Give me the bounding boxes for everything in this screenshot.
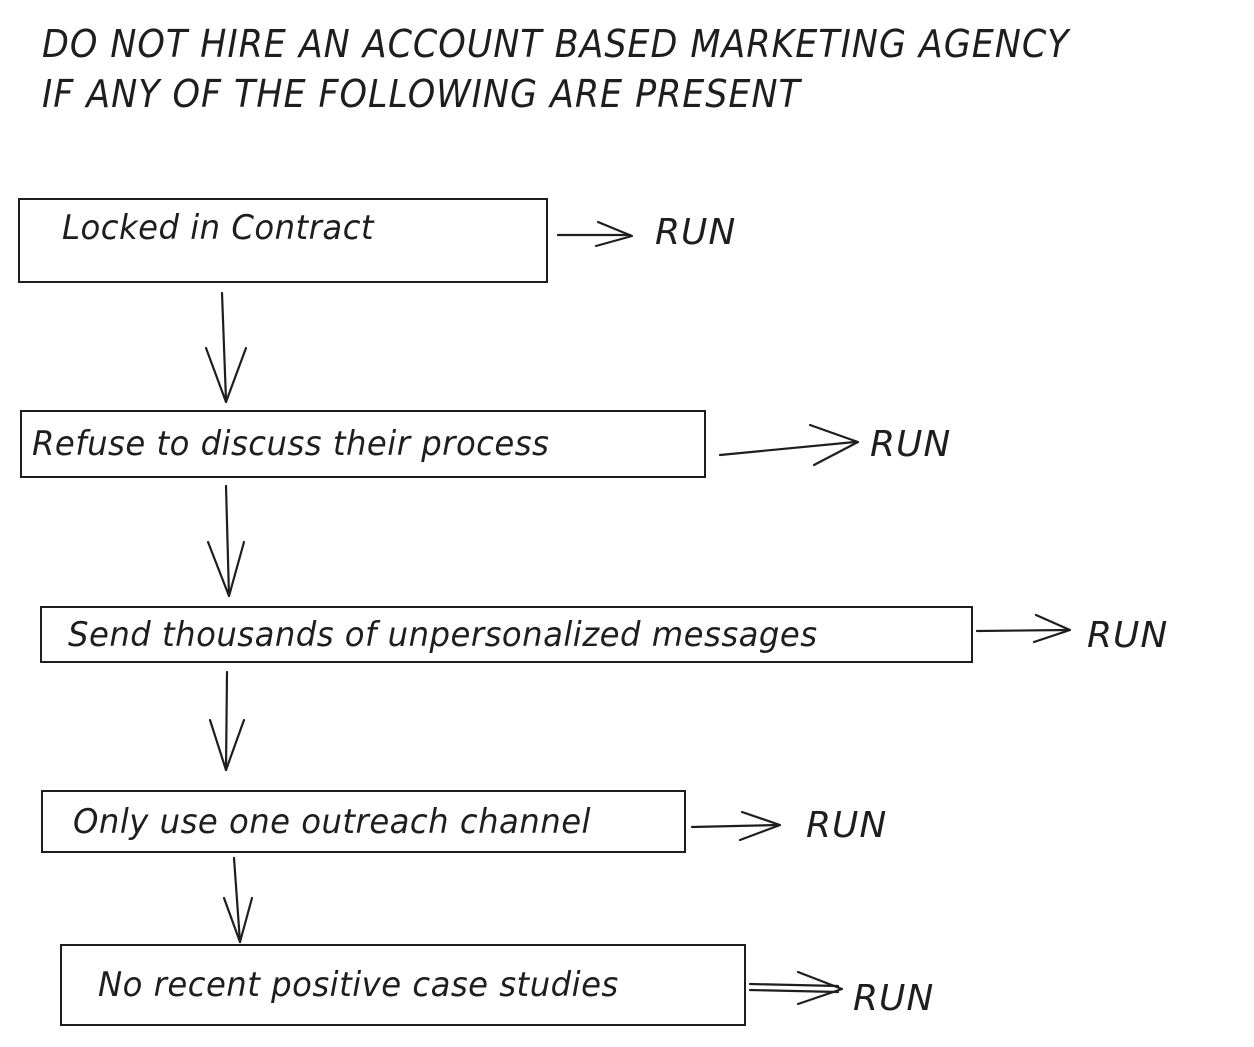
step-box-unpersonalized-messages: Send thousands of unpersonalized message… [40,606,973,663]
down-arrow-2 [206,484,246,598]
step-label: Only use one outreach channel [73,801,592,842]
right-arrow-4 [690,810,782,842]
step-label: No recent positive case studies [98,965,619,1005]
right-arrow-3 [975,613,1072,644]
down-arrow-4 [222,856,254,944]
step-label: Send thousands of unpersonalized message… [68,614,818,655]
step-box-one-channel: Only use one outreach channel [41,790,686,853]
run-label: RUN [806,805,888,846]
down-arrow-3 [208,670,246,772]
run-label: RUN [1087,615,1169,656]
run-label: RUN [853,978,935,1019]
step-box-refuse-process: Refuse to discuss their process [20,410,706,478]
right-arrow-2 [718,423,860,467]
down-arrow-1 [204,291,248,404]
run-label: RUN [655,212,737,253]
run-label: RUN [870,424,952,465]
step-label: Locked in Contract [62,208,375,248]
title-line-1: DO NOT HIRE AN ACCOUNT BASED MARKETING A… [42,22,1070,66]
step-label: Refuse to discuss their process [32,424,550,464]
step-box-locked-in-contract: Locked in Contract [18,198,548,283]
right-arrow-1 [556,220,634,248]
title-line-2: IF ANY OF THE FOLLOWING ARE PRESENT [42,72,801,116]
right-arrow-5 [748,970,844,1006]
step-box-no-case-studies: No recent positive case studies [60,944,746,1026]
